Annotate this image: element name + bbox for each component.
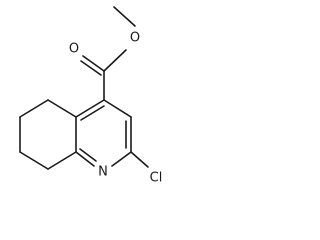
atom-label-ester-oxygen: O	[130, 31, 140, 46]
bond-n-c8a-inner	[79, 148, 97, 162]
bond-c2-cl	[130, 151, 149, 168]
bond-c4-c3	[103, 99, 132, 118]
bond-methyl-o	[113, 6, 136, 27]
atom-label-carbonyl-oxygen: O	[69, 42, 79, 57]
atom-label-ring-nitrogen: N	[98, 165, 108, 180]
bond-c8-c8a	[47, 151, 77, 170]
bond-c4a-c4	[75, 99, 105, 118]
bond-carbonyl-double-b	[80, 60, 102, 76]
bond-c7-c8	[19, 151, 49, 170]
bonds	[19, 6, 149, 170]
bond-c4a-c5	[47, 99, 77, 118]
bond-o-carbonyl	[103, 49, 127, 72]
bond-n-c8a	[75, 151, 95, 167]
chemical-structure: O O N Cl	[19, 6, 163, 186]
bond-carbonyl-double-a	[82, 55, 105, 72]
bond-c5-c6	[19, 99, 49, 118]
bond-c4a-c4-inner	[80, 105, 105, 121]
bond-c2-n	[111, 151, 132, 167]
atom-label-chlorine: Cl	[150, 171, 163, 186]
